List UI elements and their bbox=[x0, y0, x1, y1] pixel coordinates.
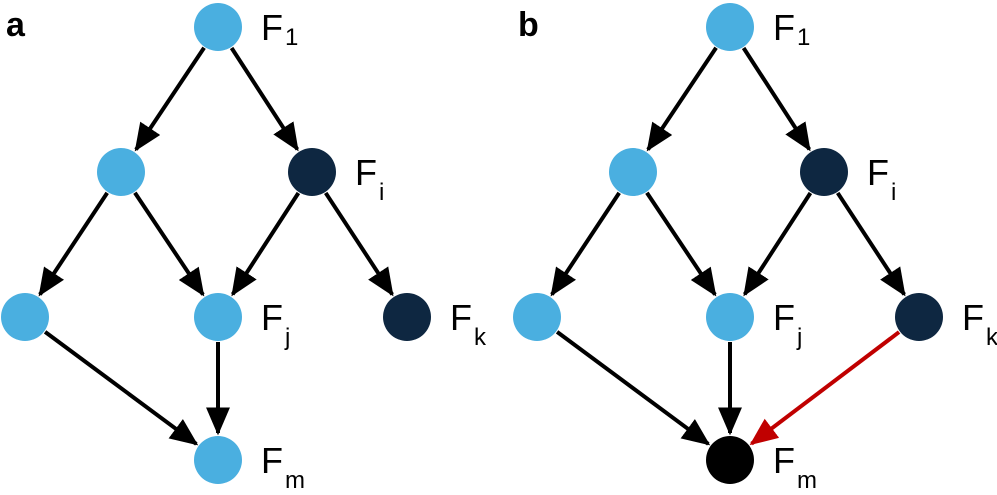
panel-a-letter: a bbox=[6, 6, 26, 44]
node-label-sub: j bbox=[284, 324, 290, 351]
node-label-main: F bbox=[261, 297, 283, 338]
node-n2 bbox=[97, 148, 145, 196]
node-label-main: F bbox=[867, 152, 889, 193]
edge-n2-n4 bbox=[38, 191, 109, 297]
node-label-sub: 1 bbox=[285, 24, 298, 51]
panel-b-letter: b bbox=[518, 6, 539, 44]
node-label-main: F bbox=[773, 440, 795, 481]
node-n4 bbox=[513, 293, 561, 341]
edge-n2-n5 bbox=[133, 191, 205, 297]
edge-n1-n2 bbox=[134, 46, 206, 152]
node-n6 bbox=[383, 293, 431, 341]
node-n3 bbox=[800, 148, 848, 196]
node-label-main: F bbox=[355, 152, 377, 193]
node-n7 bbox=[194, 436, 242, 484]
panel-a-edges bbox=[38, 46, 394, 446]
node-label-main: F bbox=[450, 297, 472, 338]
node-label-main: F bbox=[962, 297, 984, 338]
node-n2 bbox=[609, 148, 657, 196]
edge-n3-n6 bbox=[836, 191, 906, 297]
edge-n1-n2 bbox=[646, 46, 718, 152]
edge-n6-n7-highlight bbox=[749, 330, 901, 446]
node-label-sub: m bbox=[797, 467, 817, 494]
panel-b-edges bbox=[550, 46, 906, 446]
node-n3 bbox=[288, 148, 336, 196]
edge-n1-n3 bbox=[229, 46, 299, 152]
node-label-n5: Fj bbox=[261, 297, 290, 351]
node-label-main: F bbox=[261, 440, 283, 481]
node-label-sub: 1 bbox=[797, 24, 810, 51]
edge-n1-n3 bbox=[741, 46, 811, 152]
node-label-sub: k bbox=[474, 324, 487, 351]
node-n6 bbox=[895, 293, 943, 341]
node-n4 bbox=[1, 293, 49, 341]
node-n5 bbox=[194, 293, 242, 341]
node-label-sub: i bbox=[891, 179, 896, 206]
edge-n2-n5 bbox=[645, 191, 717, 297]
node-label-n5: Fj bbox=[773, 297, 802, 351]
edge-n3-n6 bbox=[324, 191, 394, 297]
node-label-n7: Fm bbox=[261, 440, 305, 494]
node-n1 bbox=[194, 3, 242, 51]
edge-n4-n7 bbox=[43, 330, 199, 446]
node-label-n3: Fi bbox=[355, 152, 384, 206]
edge-n2-n4 bbox=[550, 191, 621, 297]
node-label-n1: F1 bbox=[773, 7, 810, 51]
node-label-n7: Fm bbox=[773, 440, 817, 494]
node-label-sub: k bbox=[986, 324, 997, 351]
edge-n3-n5 bbox=[743, 191, 813, 297]
node-label-n6: Fk bbox=[450, 297, 487, 351]
edge-n3-n5 bbox=[231, 191, 301, 297]
node-label-n3: Fi bbox=[867, 152, 896, 206]
node-label-n1: F1 bbox=[261, 7, 298, 51]
node-label-sub: m bbox=[285, 467, 305, 494]
node-label-main: F bbox=[773, 297, 795, 338]
node-label-sub: i bbox=[379, 179, 384, 206]
node-label-n6: Fk bbox=[962, 297, 997, 351]
node-label-main: F bbox=[773, 7, 795, 48]
node-n1 bbox=[706, 3, 754, 51]
node-label-sub: j bbox=[796, 324, 802, 351]
node-n7 bbox=[706, 436, 754, 484]
node-n5 bbox=[706, 293, 754, 341]
node-label-main: F bbox=[261, 7, 283, 48]
edge-n4-n7 bbox=[555, 330, 711, 446]
